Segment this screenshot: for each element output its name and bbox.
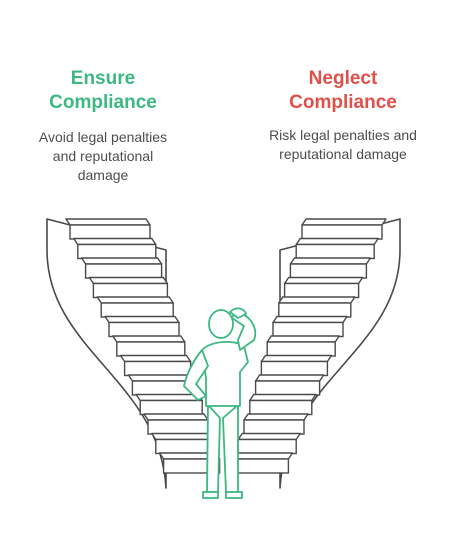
right-step-riser [283,282,360,299]
right-step-riser [237,438,297,455]
left-step-tread [65,218,151,226]
left-step-tread [112,335,186,343]
left-step-riser [100,302,174,318]
neglect-title-line-2: Compliance [289,92,397,113]
left-step-riser [92,282,169,299]
right-step-tread [231,452,294,460]
left-staircase [65,218,221,474]
ensure-title-line-1: Ensure [70,68,136,89]
ensure-compliance-title: Ensure Compliance [18,67,188,115]
left-step-riser [147,419,209,435]
ensure-title-line-2: Compliance [49,92,157,113]
person-hand [229,307,247,319]
person-left-foot [202,491,219,499]
person-left-leg [206,404,221,493]
right-step-tread [249,393,317,402]
left-step-riser [116,341,186,357]
person-head [208,309,234,339]
left-step-riser [77,243,157,260]
neglect-compliance-title: Neglect Compliance [258,67,428,115]
right-step-tread [243,413,309,421]
right-step-riser [266,341,336,357]
right-step-tread [278,296,356,304]
right-staircase [231,218,387,474]
right-step-tread [301,218,387,226]
right-step-tread [254,374,325,382]
right-step-riser [254,380,321,396]
right-step-tread [260,354,333,363]
person-torso [201,341,249,407]
left-step-tread [104,315,180,324]
person-right-leg [222,404,239,493]
neglect-compliance-description: Risk legal penalties and reputational da… [246,126,440,164]
right-step-riser [231,458,290,474]
neglect-desc-line-1: Risk legal penalties and [269,127,417,143]
right-step-tread [295,237,379,246]
left-step-tread [73,237,157,246]
left-step-riser [123,360,192,377]
left-step-tread [119,354,192,363]
right-step-tread [266,335,340,343]
right-step-riser [301,224,383,240]
right-step-riser [289,263,368,279]
right-step-riser [260,360,329,377]
left-step-tread [143,413,209,421]
person-right-foot [225,491,243,499]
ensure-compliance-description: Avoid legal penalties and reputational d… [18,128,188,185]
left-step-tread [96,296,174,304]
left-step-tread [88,276,169,285]
right-step-riser [243,419,305,435]
right-step-tread [272,315,348,324]
neglect-desc-line-2: reputational damage [279,146,407,162]
left-step-riser [69,224,151,240]
left-step-tread [151,432,215,441]
left-step-riser [108,321,180,338]
right-step-riser [295,243,375,260]
right-step-tread [237,432,301,441]
right-step-tread [283,276,364,285]
ensure-desc-line-1: Avoid legal penalties [38,129,168,145]
thinking-person-icon [183,307,257,499]
right-step-riser [278,302,352,318]
neglect-title-line-1: Neglect [308,68,378,89]
left-step-tread [80,257,163,265]
person-right-arm [231,309,257,351]
ensure-desc-line-3: damage [77,167,129,183]
person-left-arm [183,349,209,401]
right-step-riser [249,399,313,416]
right-step-riser [272,321,344,338]
left-step-riser [139,399,203,416]
left-step-riser [155,438,215,455]
ensure-desc-line-2: and reputational [52,148,154,164]
right-step-tread [289,257,372,265]
left-step-riser [84,263,163,279]
